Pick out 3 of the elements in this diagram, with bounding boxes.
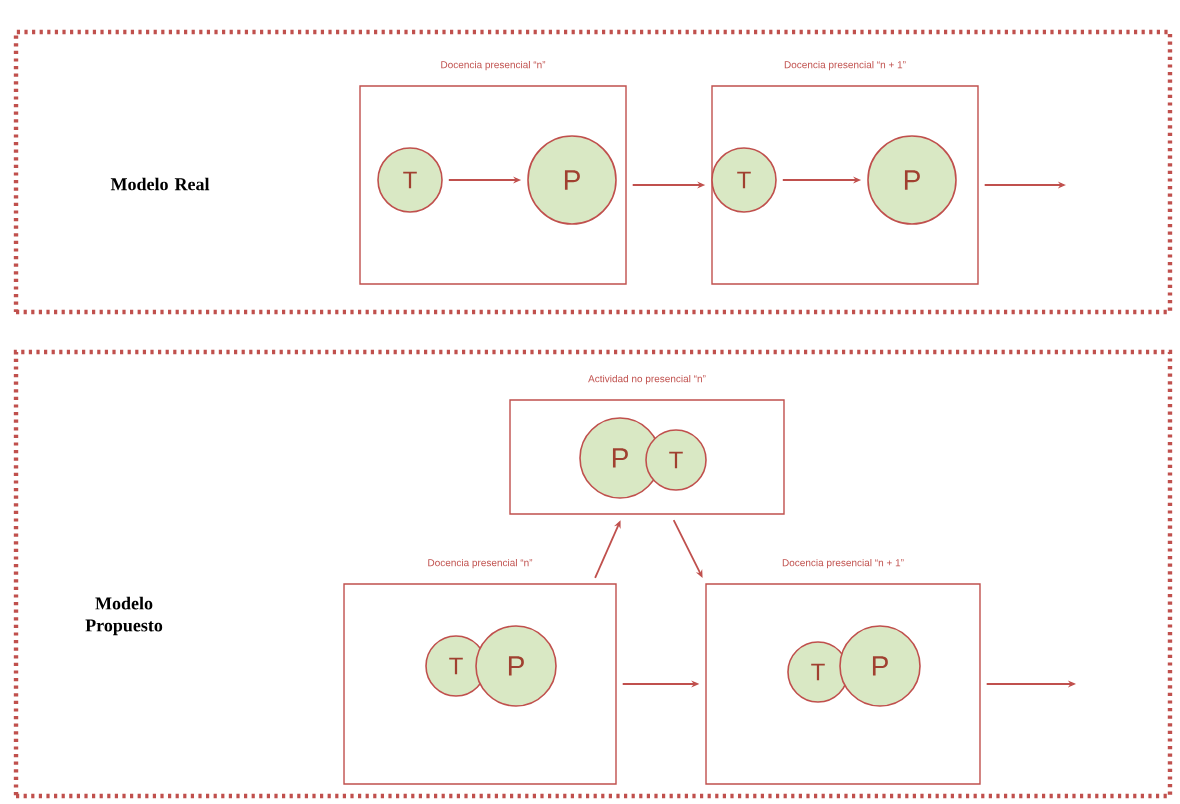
arrow	[672, 519, 703, 578]
panel-title: Modelo Real	[110, 177, 210, 191]
panel-title: Modelo Propuesto	[85, 596, 163, 636]
